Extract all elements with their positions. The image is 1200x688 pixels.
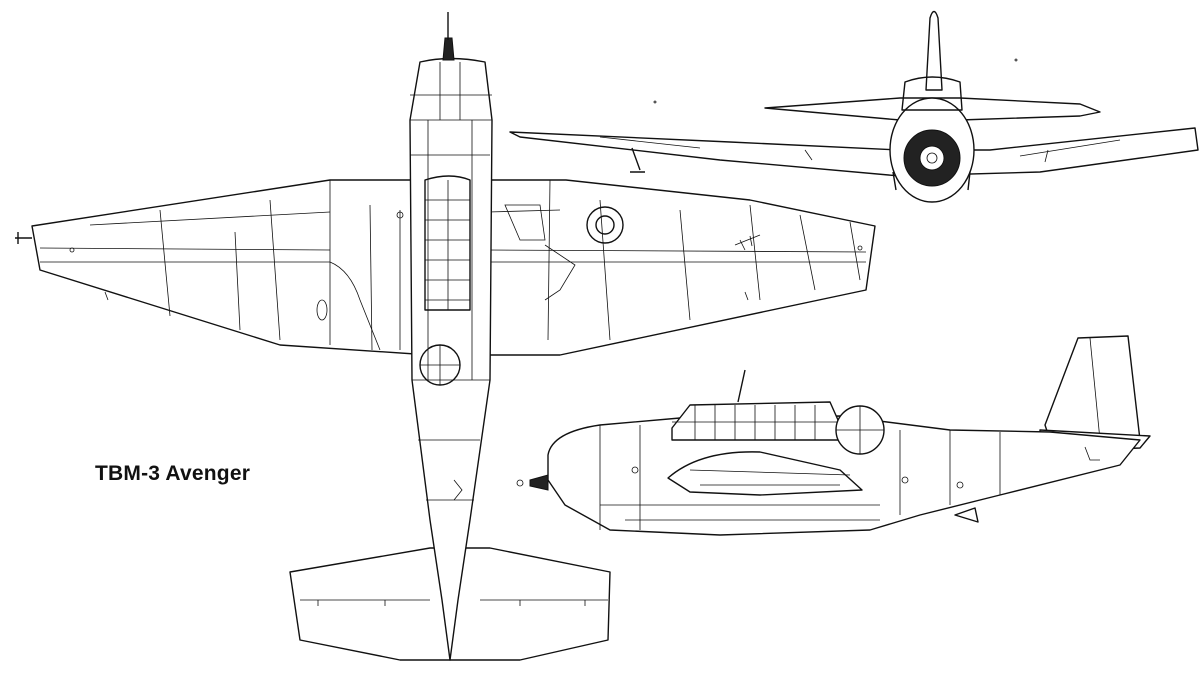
- front-view-wing: [509, 127, 1199, 177]
- front-view: [509, 10, 1199, 203]
- plan-view: [15, 12, 876, 661]
- side-view-fin: [1044, 335, 1141, 441]
- plan-view-canopy: [419, 175, 471, 386]
- drawing-title: TBM-3 Avenger: [95, 462, 251, 485]
- side-view-canopy: [671, 401, 885, 455]
- plan-view-fuselage: [409, 57, 493, 661]
- side-view: [516, 335, 1151, 536]
